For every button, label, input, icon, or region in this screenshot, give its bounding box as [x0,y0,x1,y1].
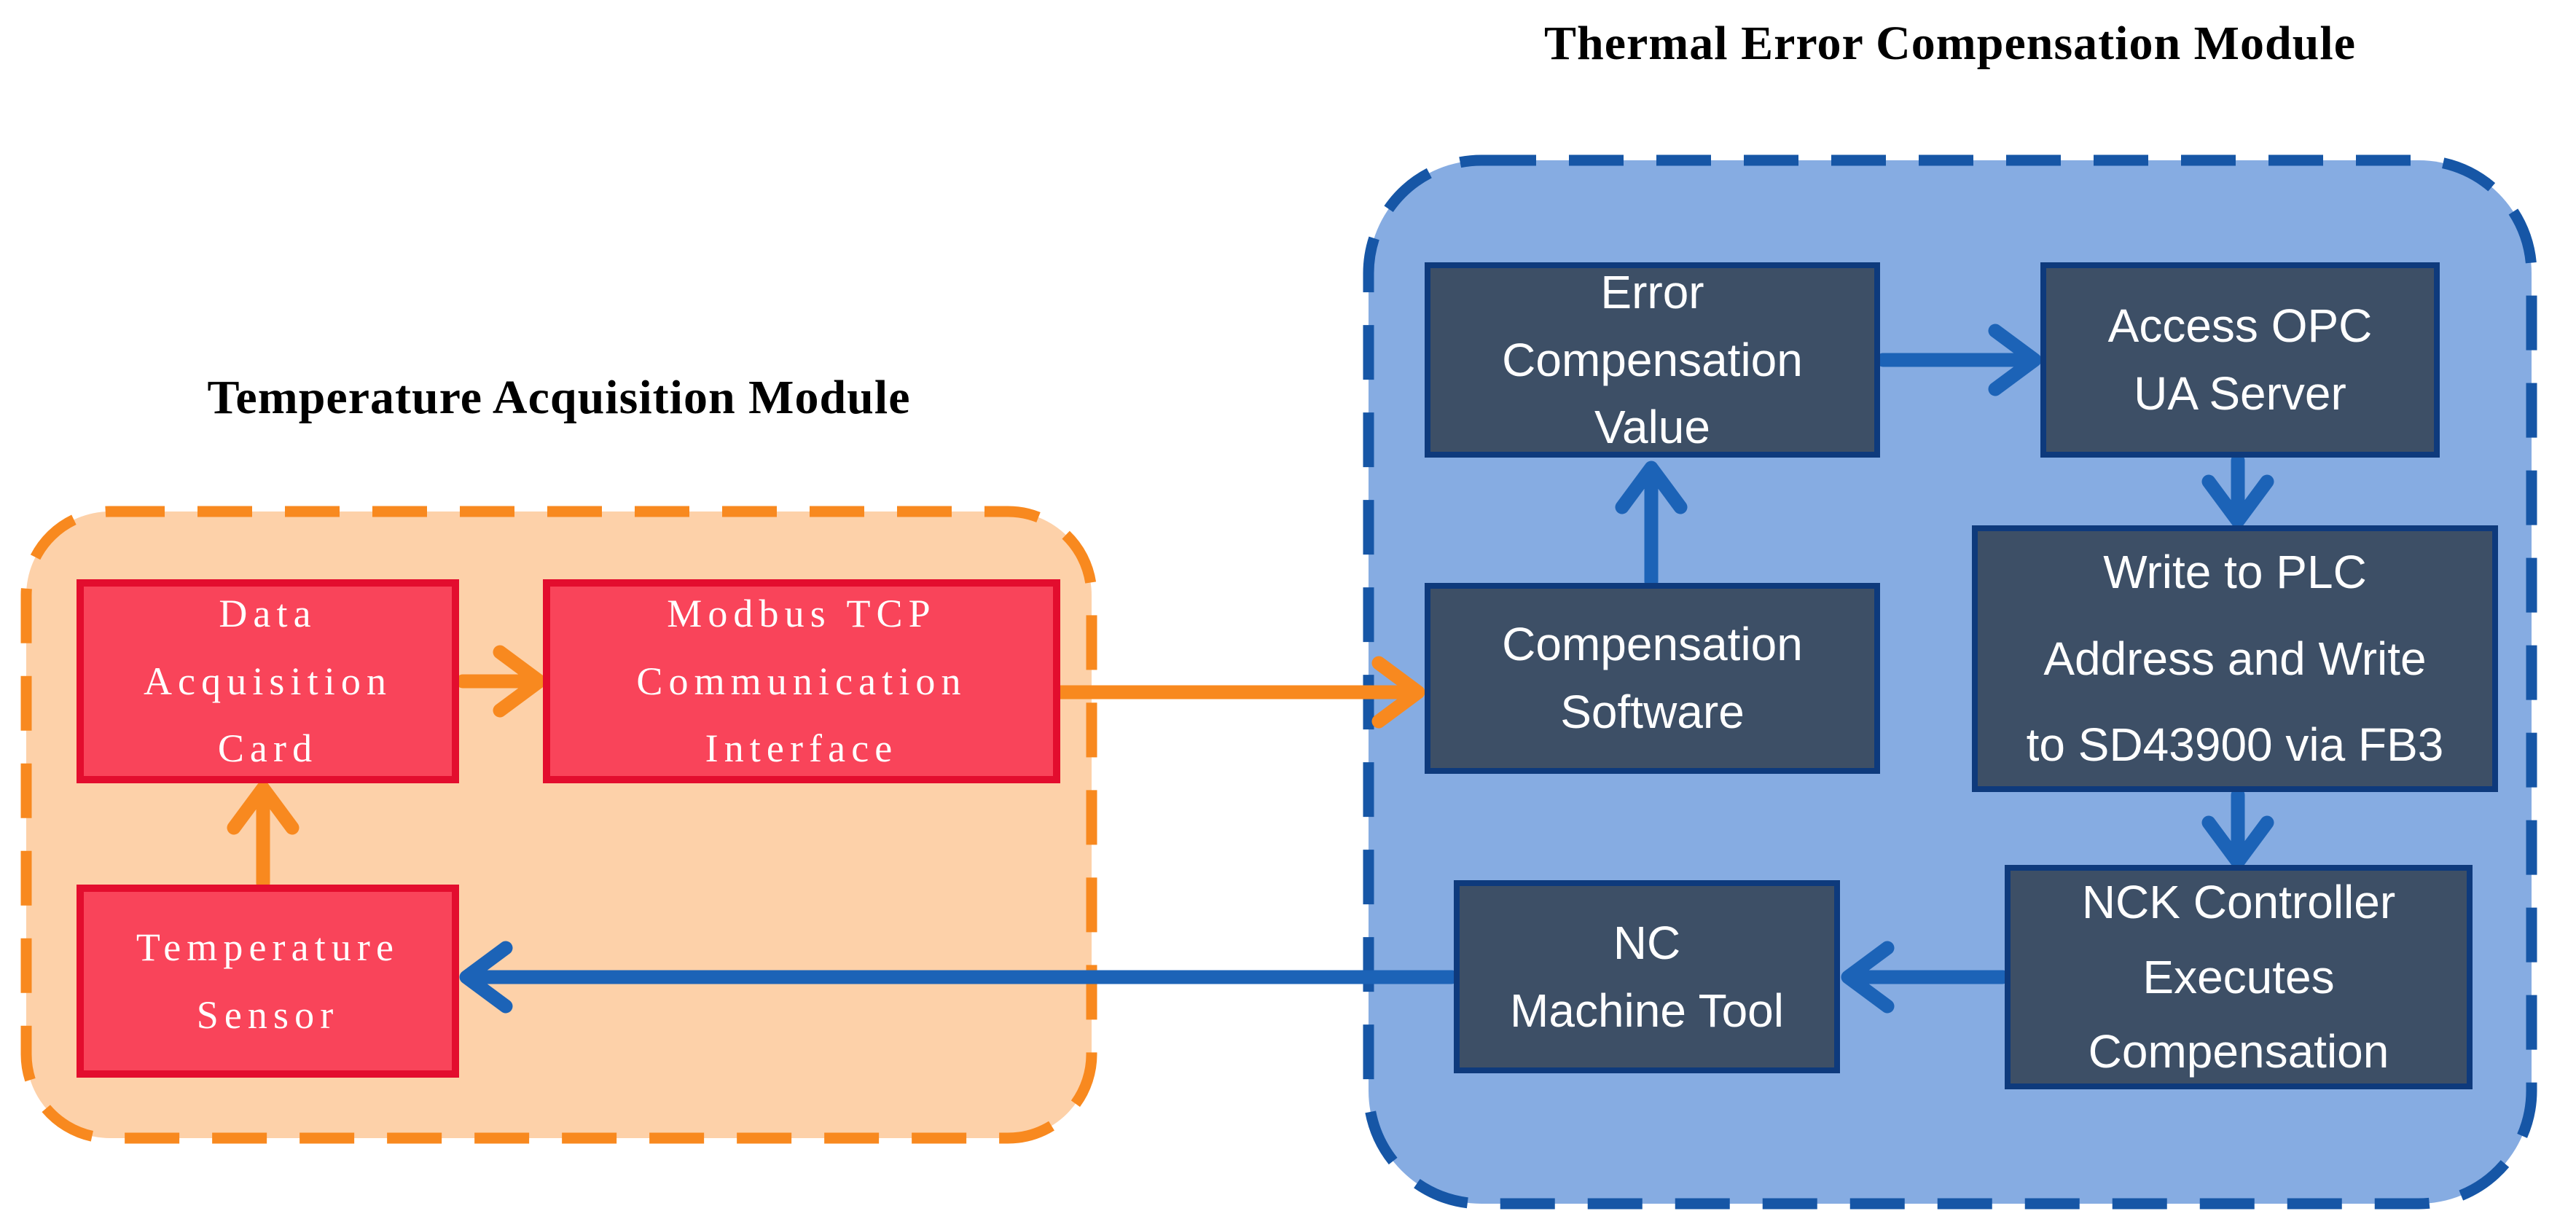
node-label: Error Compensation Value [1502,265,1803,454]
node-error-compensation-value: Error Compensation Value [1425,262,1880,458]
node-label: Access OPC UA Server [2107,299,2373,420]
node-access-opc-ua-server: Access OPC UA Server [2040,262,2440,458]
node-label: NCK Controller Executes Compensation [2081,876,2396,1078]
arrow-nc-machine-to-temp-sensor [459,941,1459,1014]
node-compensation-software: Compensation Software [1425,583,1880,774]
node-label: Temperature Sensor [136,925,400,1037]
node-modbus-tcp-interface: Modbus TCP Communication Interface [543,579,1060,783]
node-write-to-plc-address: Write to PLC Address and Write to SD4390… [1972,525,2498,792]
node-temperature-sensor: Temperature Sensor [77,885,459,1078]
arrow-opc-server-to-plc-write [2201,453,2274,528]
arrow-error-value-to-opc-server [1876,324,2042,396]
node-label: Data Acquisition Card [143,591,393,771]
arrow-daq-to-modbus [455,645,547,718]
arrow-temp-sensor-to-daq [227,781,300,890]
node-nck-controller: NCK Controller Executes Compensation [2005,865,2473,1089]
arrow-plc-write-to-nck [2201,788,2274,869]
node-label: Compensation Software [1502,618,1803,738]
arrow-modbus-to-compensation-software [1051,656,1425,729]
node-label: NC Machine Tool [1510,916,1784,1037]
node-label: Write to PLC Address and Write to SD4390… [2026,546,2444,772]
node-nc-machine-tool: NC Machine Tool [1454,880,1840,1073]
title-temperature-acquisition-module: Temperature Acquisition Module [207,371,911,424]
node-label: Modbus TCP Communication Interface [636,591,967,771]
title-thermal-error-compensation-module: Thermal Error Compensation Module [1543,17,2357,70]
arrow-software-to-error-value [1615,461,1688,589]
node-data-acquisition-card: Data Acquisition Card [77,579,459,783]
arrow-nck-to-nc-machine [1841,941,2010,1014]
